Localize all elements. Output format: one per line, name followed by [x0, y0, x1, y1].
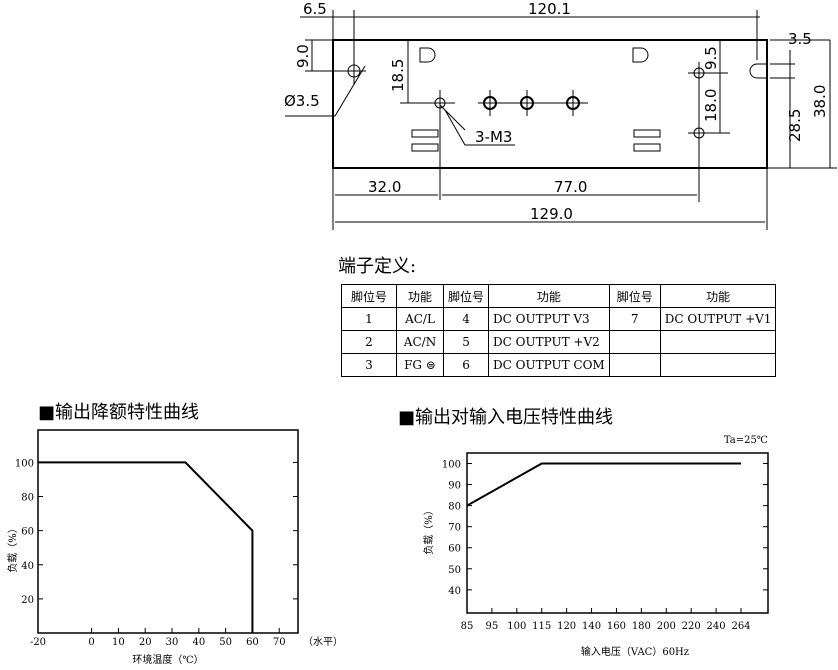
- dim-6-5: 6.5: [303, 0, 327, 18]
- x-tick-label: 240: [707, 621, 726, 632]
- cell: 4: [442, 307, 490, 331]
- x-tick-label: 200: [657, 621, 676, 632]
- cell: [608, 330, 661, 354]
- dim-28-5: 28.5: [786, 109, 804, 142]
- table-header-row: 脚位号 功能 脚位号 功能 脚位号 功能: [341, 284, 777, 308]
- x-tick-label: 85: [461, 621, 474, 632]
- dim-120-1: 120.1: [528, 0, 571, 18]
- y-tick-label: 40: [21, 561, 34, 572]
- case-outline: [332, 39, 768, 169]
- cell: AC/L: [396, 307, 444, 331]
- x-axis-label: 环境温度（℃）: [132, 653, 203, 666]
- x-tick-label: 30: [166, 637, 179, 648]
- x-tick-label: 40: [192, 637, 205, 648]
- x-tick-label: 140: [582, 621, 601, 632]
- x-tick-label: 115: [532, 621, 551, 632]
- x-tick-label: 264: [731, 621, 750, 632]
- x-tick-label: 220: [682, 621, 701, 632]
- x-tick-label: 160: [607, 621, 626, 632]
- cell: 1: [341, 307, 397, 331]
- y-tick-label: 40: [448, 586, 461, 597]
- dim-3-m3: 3-M3: [475, 128, 512, 146]
- header-cell: 功能: [396, 284, 444, 308]
- dim-18-0: 18.0: [702, 89, 720, 122]
- cell: [659, 353, 777, 377]
- y-axis-label: 负载（%）: [6, 523, 19, 573]
- input-voltage-line: [466, 462, 741, 507]
- y-tick-label: 100: [442, 460, 461, 471]
- dim-9-0: 9.0: [294, 44, 312, 68]
- x-tick-label: 95: [486, 621, 499, 632]
- dim-77-0: 77.0: [554, 178, 587, 196]
- cell: [608, 353, 661, 377]
- dim-3-5: 3.5: [788, 30, 812, 48]
- y-tick-label: 70: [448, 523, 461, 534]
- cell: DC OUTPUT V3: [488, 307, 610, 331]
- cell: [659, 330, 777, 354]
- cell: DC OUTPUT +V1: [659, 307, 777, 331]
- x-tick-label: 20: [139, 637, 152, 648]
- x-tick-label: 0: [88, 637, 94, 648]
- x-tick-label: 180: [632, 621, 651, 632]
- dim-diameter: Ø3.5: [284, 92, 320, 110]
- cell: 5: [442, 330, 490, 354]
- y-tick-label: 80: [21, 493, 34, 504]
- cell: DC OUTPUT COM: [488, 353, 610, 377]
- x-tick-label: 100: [507, 621, 526, 632]
- chart-frame: [37, 429, 299, 634]
- cell: FG ⊜: [396, 353, 444, 377]
- y-tick-label: 60: [21, 527, 34, 538]
- x-tick-label: 60: [246, 637, 259, 648]
- x-axis-label: 输入电压（VAC）60Hz: [581, 645, 689, 658]
- slot: [749, 63, 767, 79]
- y-axis-label: 负载（%）: [422, 505, 435, 555]
- ambient-note: Ta=25℃: [724, 435, 768, 446]
- dim-18-5: 18.5: [389, 59, 407, 92]
- x-tick-label: -20: [30, 637, 46, 648]
- cell: DC OUTPUT +V2: [488, 330, 610, 354]
- dim-38-0: 38.0: [811, 85, 829, 118]
- y-tick-label: 50: [448, 565, 461, 576]
- x-tick-label: 10: [112, 637, 125, 648]
- x-tick-label: 120: [557, 621, 576, 632]
- x-tick-label: 70: [273, 637, 286, 648]
- y-tick-label: 100: [15, 458, 34, 469]
- chart-frame: [466, 452, 769, 614]
- header-cell: 脚位号: [608, 284, 661, 308]
- cell: AC/N: [396, 330, 444, 354]
- input-chart-title: ■输出对输入电压特性曲线: [398, 407, 614, 428]
- dim-9-5: 9.5: [702, 46, 720, 70]
- cell: 6: [442, 353, 490, 377]
- cell: 7: [608, 307, 661, 331]
- y-tick-label: 60: [448, 544, 461, 555]
- derating-chart-title: ■输出降额特性曲线: [38, 402, 200, 423]
- cell: 2: [341, 330, 397, 354]
- y-tick-label: 80: [448, 502, 461, 513]
- x-tick-label: 50: [219, 637, 232, 648]
- cell: 3: [341, 353, 397, 377]
- y-tick-label: 20: [21, 595, 34, 606]
- header-cell: 功能: [488, 284, 610, 308]
- x-unit-label: （水平）: [303, 636, 343, 648]
- dim-32-0: 32.0: [368, 178, 401, 196]
- header-cell: 脚位号: [442, 284, 490, 308]
- terminal-title: 端子定义:: [338, 256, 417, 277]
- header-cell: 功能: [659, 284, 777, 308]
- derating-line: [38, 461, 254, 633]
- header-cell: 脚位号: [341, 284, 397, 308]
- y-tick-label: 90: [448, 481, 461, 492]
- dim-129-0: 129.0: [530, 205, 573, 223]
